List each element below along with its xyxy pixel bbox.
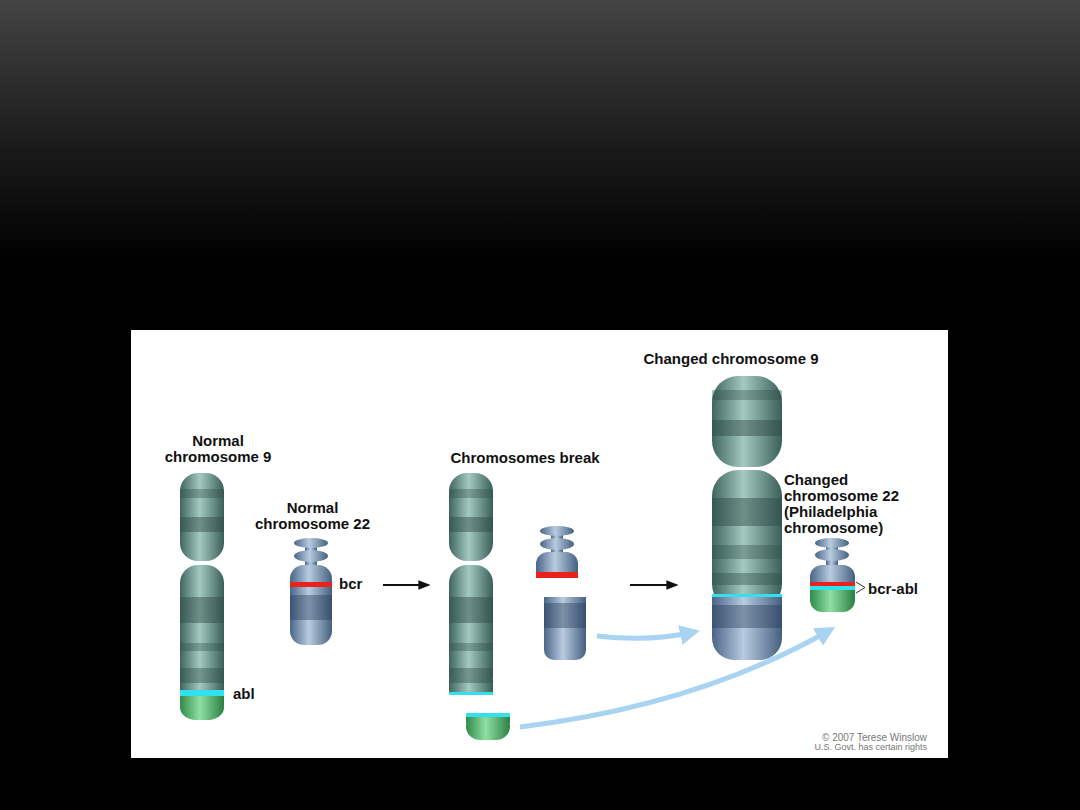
step-heading: Chromosomes break — [415, 450, 635, 466]
step-arrow — [383, 584, 428, 586]
normal-chromosome-22 — [290, 538, 332, 645]
chromosome-heading: Changed chromosome 9 — [606, 351, 856, 367]
philadelphia-chromosome — [810, 538, 865, 612]
broken-chromosome-22 — [536, 526, 586, 660]
chromosome-heading: Normal chromosome 9 — [153, 433, 283, 465]
gene-label: abl — [233, 686, 273, 702]
step-arrow — [630, 584, 676, 586]
gene-label: bcr-abl — [868, 581, 943, 597]
move-arrow — [597, 632, 694, 638]
gene-label: bcr — [339, 576, 379, 592]
move-arrow — [520, 630, 830, 727]
normal-chromosome-9 — [180, 473, 224, 720]
changed-chromosome-9 — [712, 376, 782, 660]
broken-chromosome-9 — [449, 473, 510, 740]
chromosome-heading: Changed chromosome 22 (Philadelphia chro… — [784, 472, 919, 536]
copyright-note: U.S. Govt. has certain rights — [727, 742, 927, 752]
copyright-note: © 2007 Terese Winslow — [727, 732, 927, 743]
chromosome-heading: Normal chromosome 22 — [250, 500, 375, 532]
